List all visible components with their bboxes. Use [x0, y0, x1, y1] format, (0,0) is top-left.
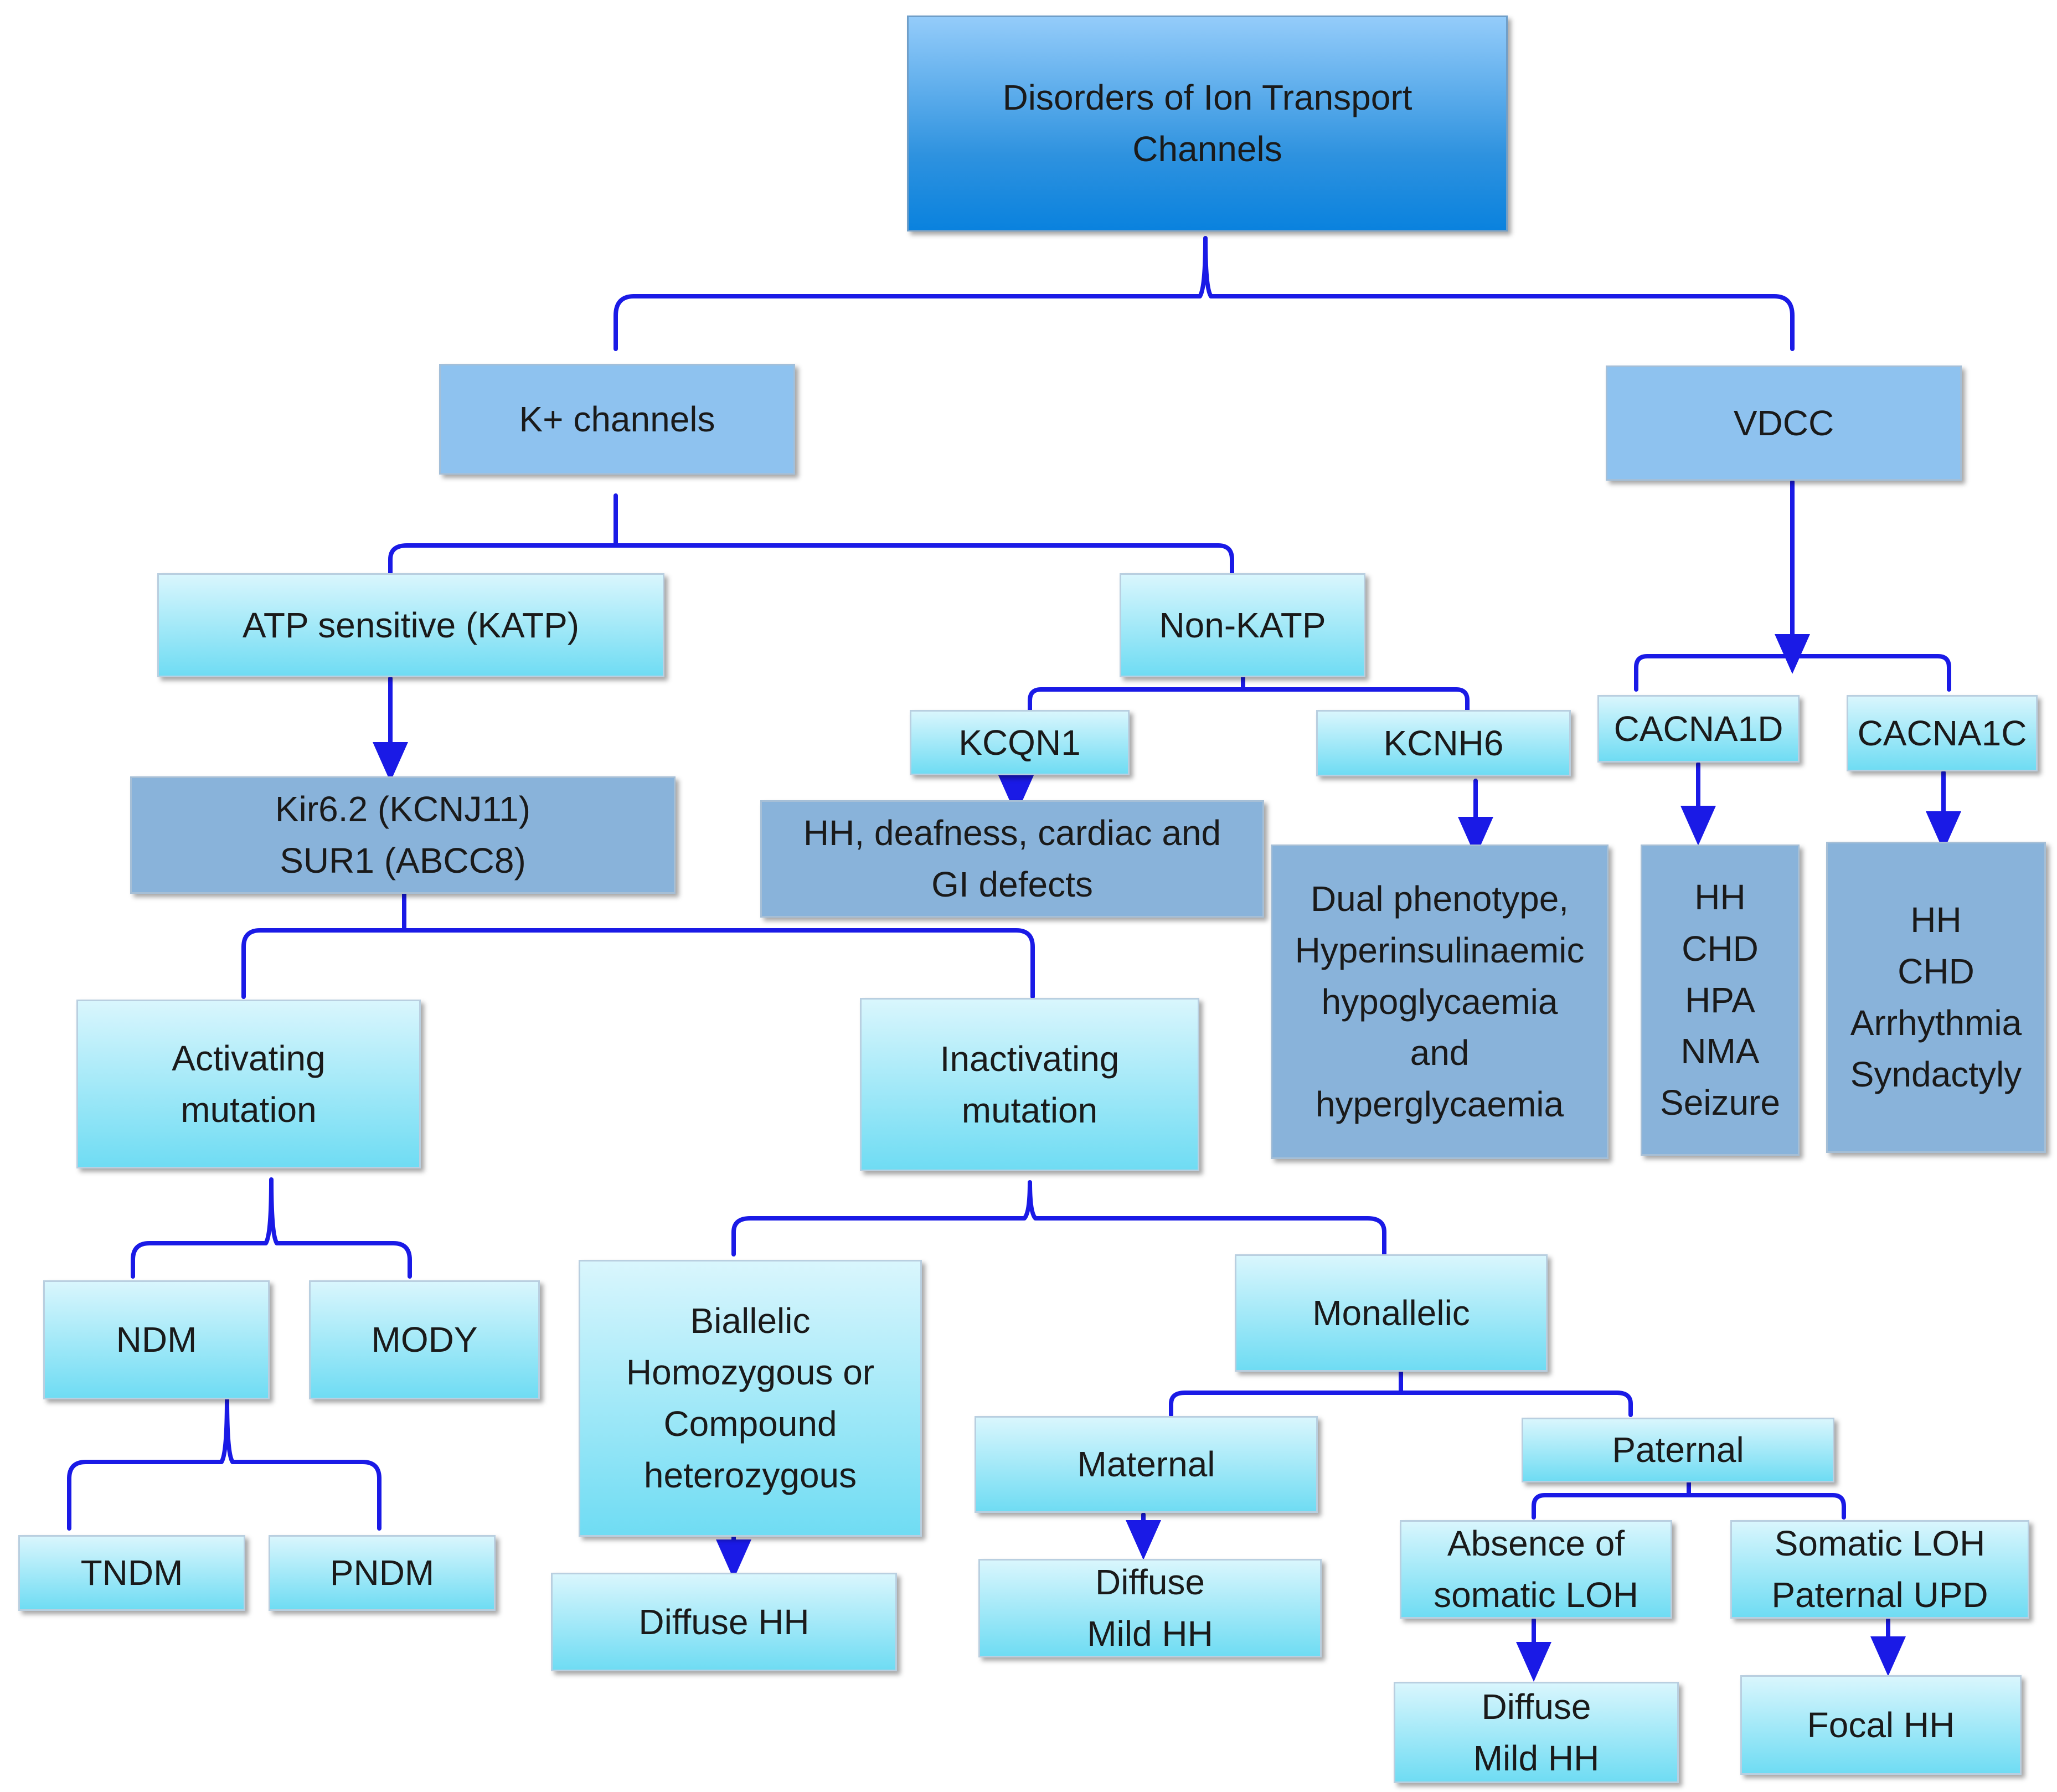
node-cacna1d-effects-line-5: Seizure [1660, 1083, 1780, 1123]
node-focal-hh-label: Focal HH [1807, 1705, 1955, 1745]
node-kir-sur-line-2: SUR1 (ABCC8) [280, 841, 526, 880]
node-cacna1c-effects: HH CHD Arrhythmia Syndactyly [1826, 842, 2046, 1153]
brace-kir-sur [241, 892, 1035, 999]
node-kcqn1: KCQN1 [910, 710, 1130, 775]
node-k-channels: K+ channels [439, 364, 795, 475]
node-absence-result: Diffuse Mild HH [1394, 1682, 1679, 1783]
node-vdcc: VDCC [1606, 365, 1962, 481]
node-paternal-label: Paternal [1612, 1430, 1744, 1470]
node-root-line-1: Disorders of Ion Transport [1002, 78, 1412, 118]
node-kcnh6-effects: Dual phenotype, Hyperinsulinaemic hypogl… [1271, 844, 1609, 1159]
node-katp-label: ATP sensitive (KATP) [242, 605, 580, 645]
node-kcnh6-label: KCNH6 [1383, 723, 1504, 763]
node-biallelic-line-1: Biallelic [690, 1301, 811, 1341]
node-pndm: PNDM [269, 1535, 496, 1611]
node-k-channels-label: K+ channels [519, 399, 715, 439]
node-ndm-label: NDM [116, 1320, 197, 1360]
node-maternal-label: Maternal [1077, 1444, 1215, 1485]
node-somatic-loh: Somatic LOH Paternal UPD [1730, 1520, 2029, 1619]
node-activating: Activating mutation [76, 1000, 421, 1168]
node-maternal-result: Diffuse Mild HH [978, 1559, 1322, 1657]
node-non-katp: Non-KATP [1120, 573, 1365, 677]
node-cacna1d-effects-line-3: HPA [1685, 980, 1755, 1020]
node-inactivating-line-1: Inactivating [940, 1038, 1120, 1079]
node-activating-line-2: mutation [181, 1089, 317, 1130]
node-kcnh6-effects-line-2: Hyperinsulinaemic [1295, 930, 1585, 970]
node-absence-loh: Absence of somatic LOH [1400, 1520, 1672, 1619]
node-tndm: TNDM [18, 1535, 245, 1611]
node-cacna1c-effects-line-4: Syndactyly [1850, 1054, 2022, 1094]
node-kcqn1-label: KCQN1 [958, 722, 1081, 763]
node-absence-result-line-2: Mild HH [1473, 1738, 1600, 1778]
node-cacna1d-label: CACNA1D [1613, 708, 1783, 749]
node-absence-result-line-1: Diffuse [1481, 1686, 1591, 1727]
node-root-line-2: Channels [1132, 129, 1282, 169]
node-absence-loh-line-1: Absence of [1447, 1523, 1625, 1564]
node-somatic-loh-line-1: Somatic LOH [1774, 1523, 1986, 1564]
node-cacna1c-effects-line-3: Arrhythmia [1850, 1003, 2022, 1043]
brace-non-katp [1028, 673, 1470, 714]
node-diffuse-hh-label: Diffuse HH [638, 1602, 810, 1642]
node-mody-label: MODY [371, 1320, 478, 1360]
node-cacna1d-effects-line-4: NMA [1680, 1031, 1760, 1072]
node-mody: MODY [309, 1280, 540, 1399]
brace-monallelic [1169, 1368, 1633, 1417]
node-diffuse-hh: Diffuse HH [551, 1573, 897, 1671]
node-kcnh6-effects-line-1: Dual phenotype, [1310, 879, 1569, 919]
brace-vdcc [1634, 654, 1951, 692]
node-kcnh6: KCNH6 [1316, 710, 1571, 776]
node-cacna1c: CACNA1C [1847, 695, 2038, 771]
node-vdcc-label: VDCC [1733, 403, 1834, 443]
node-cacna1d: CACNA1D [1597, 695, 1800, 763]
node-maternal-result-line-1: Diffuse [1095, 1562, 1205, 1603]
brace-inactivating [731, 1180, 1386, 1257]
node-biallelic: Biallelic Homozygous or Compound heteroz… [579, 1260, 922, 1537]
node-cacna1c-label: CACNA1C [1857, 713, 2027, 753]
node-activating-line-1: Activating [172, 1038, 326, 1078]
node-inactivating-line-2: mutation [961, 1090, 1098, 1130]
node-cacna1c-effects-line-1: HH [1910, 900, 1962, 940]
node-biallelic-line-2: Homozygous or [626, 1352, 875, 1393]
node-katp: ATP sensitive (KATP) [157, 573, 664, 677]
node-absence-loh-line-2: somatic LOH [1434, 1575, 1638, 1615]
node-maternal-result-line-2: Mild HH [1087, 1614, 1213, 1654]
node-ndm: NDM [43, 1280, 270, 1399]
node-biallelic-line-3: Compound [663, 1404, 837, 1444]
node-monallelic-label: Monallelic [1312, 1292, 1470, 1333]
brace-root-to-categories [614, 236, 1795, 351]
node-biallelic-line-4: heterozygous [643, 1455, 857, 1495]
node-inactivating: Inactivating mutation [860, 998, 1199, 1171]
node-focal-hh: Focal HH [1740, 1675, 2022, 1775]
node-pndm-label: PNDM [329, 1553, 435, 1593]
node-cacna1d-effects: HH CHD HPA NMA Seizure [1641, 844, 1800, 1156]
node-kir-sur: Kir6.2 (KCNJ11) SUR1 (ABCC8) [130, 776, 676, 894]
node-cacna1d-effects-line-2: CHD [1682, 928, 1759, 969]
brace-paternal [1532, 1477, 1846, 1520]
node-somatic-loh-line-2: Paternal UPD [1771, 1575, 1988, 1615]
node-kcqn1-effects-line-2: GI defects [931, 864, 1093, 904]
brace-ndm [67, 1396, 382, 1531]
node-kcnh6-effects-line-3: hypoglycaemia [1321, 981, 1558, 1022]
node-kcnh6-effects-line-4: and [1410, 1033, 1470, 1073]
node-root: Disorders of Ion Transport Channels [907, 16, 1508, 231]
node-maternal: Maternal [975, 1416, 1318, 1513]
node-non-katp-label: Non-KATP [1159, 605, 1326, 645]
node-kcqn1-effects: HH, deafness, cardiac and GI defects [760, 800, 1264, 918]
node-kcnh6-effects-line-5: hyperglycaemia [1315, 1084, 1564, 1125]
node-kcqn1-effects-line-1: HH, deafness, cardiac and [803, 813, 1221, 853]
brace-activating [131, 1177, 412, 1279]
node-monallelic: Monallelic [1235, 1254, 1548, 1372]
node-cacna1c-effects-line-2: CHD [1898, 951, 1974, 992]
node-cacna1d-effects-line-1: HH [1694, 877, 1746, 917]
node-paternal: Paternal [1522, 1418, 1834, 1482]
node-kir-sur-line-1: Kir6.2 (KCNJ11) [275, 789, 531, 830]
node-tndm-label: TNDM [80, 1553, 183, 1593]
brace-k-channels [388, 493, 1234, 575]
